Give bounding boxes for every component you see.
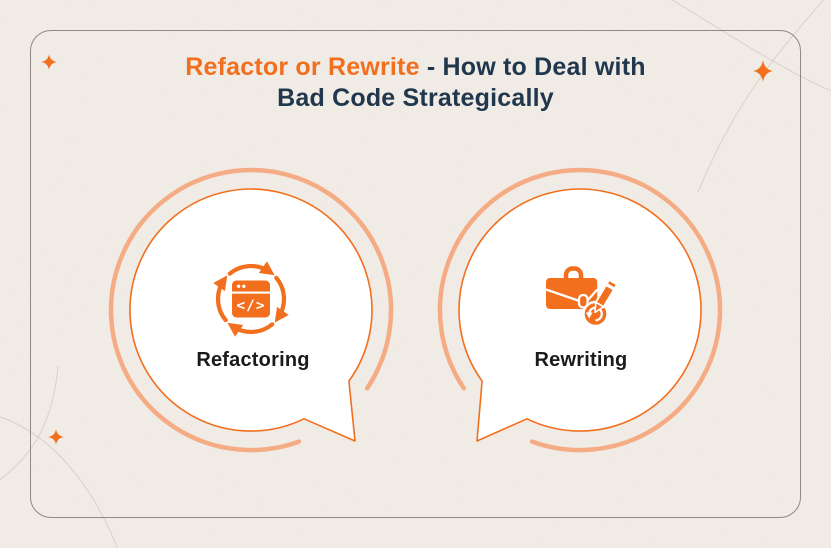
code-window: </> [232, 280, 270, 318]
pencil [594, 279, 618, 314]
bubble-label-rewriting: Rewriting [534, 349, 628, 371]
code-glyph: </> [236, 298, 265, 314]
page-title: Refactor or Rewrite - How to Deal with B… [0, 52, 831, 114]
bubble-label-refactoring: Refactoring [196, 349, 310, 371]
title-rest-text: - How to Deal with [419, 53, 646, 81]
title-line-2: Bad Code Strategically [277, 84, 554, 112]
refresh-arrows [213, 261, 289, 337]
frame-border [30, 30, 801, 518]
briefcase-pencil-icon [545, 266, 618, 328]
title-accent-text: Refactor or Rewrite [185, 53, 420, 81]
code-refresh-icon: </> [213, 261, 289, 337]
briefcase [545, 266, 599, 309]
title-line-1: Refactor or Rewrite - How to Deal with [0, 52, 831, 83]
